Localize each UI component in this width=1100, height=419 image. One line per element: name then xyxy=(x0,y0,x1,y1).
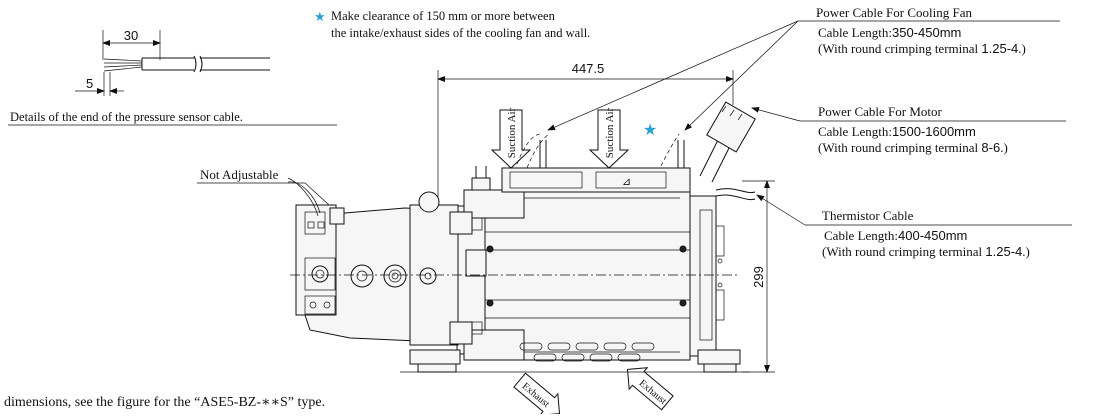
fan-cable-terminal-value: 1.25-4 xyxy=(981,41,1018,56)
suction-arrow-1: Suction Air xyxy=(490,107,532,169)
pump-assembly: ⊿ xyxy=(287,101,756,373)
thermistor-cable-callout: Thermistor Cable Cable Length:400-450mm … xyxy=(756,194,1072,259)
motor-cable-title: Power Cable For Motor xyxy=(818,104,943,119)
svg-text:(With round crimping terminal: (With round crimping terminal 8-6.) xyxy=(818,140,1008,155)
suction-arrow-2: Suction Air xyxy=(588,107,630,169)
thermistor-cable-terminal-value: 1.25-4 xyxy=(985,244,1022,259)
footer-note: dimensions, see the figure for the “ASE5… xyxy=(4,395,325,410)
dimension-height: 299 xyxy=(742,180,775,373)
not-adjustable-label: Not Adjustable xyxy=(200,167,279,182)
svg-text:Cable Length:350-450mm: Cable Length:350-450mm xyxy=(818,25,961,40)
clearance-note: ★ Make clearance of 150 mm or more betwe… xyxy=(314,9,590,40)
exhaust-arrow-2: Exhaust xyxy=(626,367,674,411)
dimension-width-label: 447.5 xyxy=(572,61,605,76)
sensor-detail-caption: Details of the end of the pressure senso… xyxy=(10,110,243,124)
clearance-line-1: Make clearance of 150 mm or more between xyxy=(331,9,556,23)
svg-text:⊿: ⊿ xyxy=(622,176,631,188)
sensor-cable-detail: 30 5 Details of the end of the pressure … xyxy=(8,28,337,126)
svg-text:(With round crimping terminal: (With round crimping terminal 1.25-4.) xyxy=(822,244,1030,259)
fan-cable-terminal-prefix: (With round crimping terminal xyxy=(818,41,981,56)
dimension-height-label: 299 xyxy=(751,266,766,288)
thermistor-cable-length-prefix: Cable Length: xyxy=(824,228,898,243)
thermistor-cable-title: Thermistor Cable xyxy=(822,208,914,223)
sensor-dim-5: 5 xyxy=(86,76,93,91)
fan-clearance-star-icon: ★ xyxy=(643,122,657,139)
fan-cable-length-value: 350-450mm xyxy=(892,25,961,40)
clearance-line-2: the intake/exhaust sides of the cooling … xyxy=(331,26,590,40)
thermistor-cable-length-value: 400-450mm xyxy=(898,228,967,243)
svg-text:Cable Length:400-450mm: Cable Length:400-450mm xyxy=(824,228,967,243)
motor-cable-length-value: 1500-1600mm xyxy=(892,124,976,139)
sensor-dim-30: 30 xyxy=(124,28,138,43)
suction-1-label: Suction Air xyxy=(506,107,518,158)
dimension-width: 447.5 xyxy=(437,61,734,215)
exhaust-arrow-1: Exhaust xyxy=(513,372,561,416)
clearance-star-icon: ★ xyxy=(314,9,326,24)
thermistor-cable-terminal-prefix: (With round crimping terminal xyxy=(822,244,985,259)
suction-2-label: Suction Air xyxy=(604,107,616,158)
fan-cable-length-prefix: Cable Length: xyxy=(818,25,892,40)
fan-cable-callout: Power Cable For Cooling Fan Cable Length… xyxy=(547,5,1060,131)
svg-text:Cable Length:1500-1600mm: Cable Length:1500-1600mm xyxy=(818,124,976,139)
motor-cable-terminal-prefix: (With round crimping terminal xyxy=(818,140,981,155)
motor-cable-callout: Power Cable For Motor Cable Length:1500-… xyxy=(751,104,1066,155)
motor-cable-terminal-value: 8-6 xyxy=(981,140,1000,155)
fan-cable-title: Power Cable For Cooling Fan xyxy=(816,5,972,20)
motor-cable-length-prefix: Cable Length: xyxy=(818,124,892,139)
svg-text:(With round crimping terminal: (With round crimping terminal 1.25-4.) xyxy=(818,41,1026,56)
